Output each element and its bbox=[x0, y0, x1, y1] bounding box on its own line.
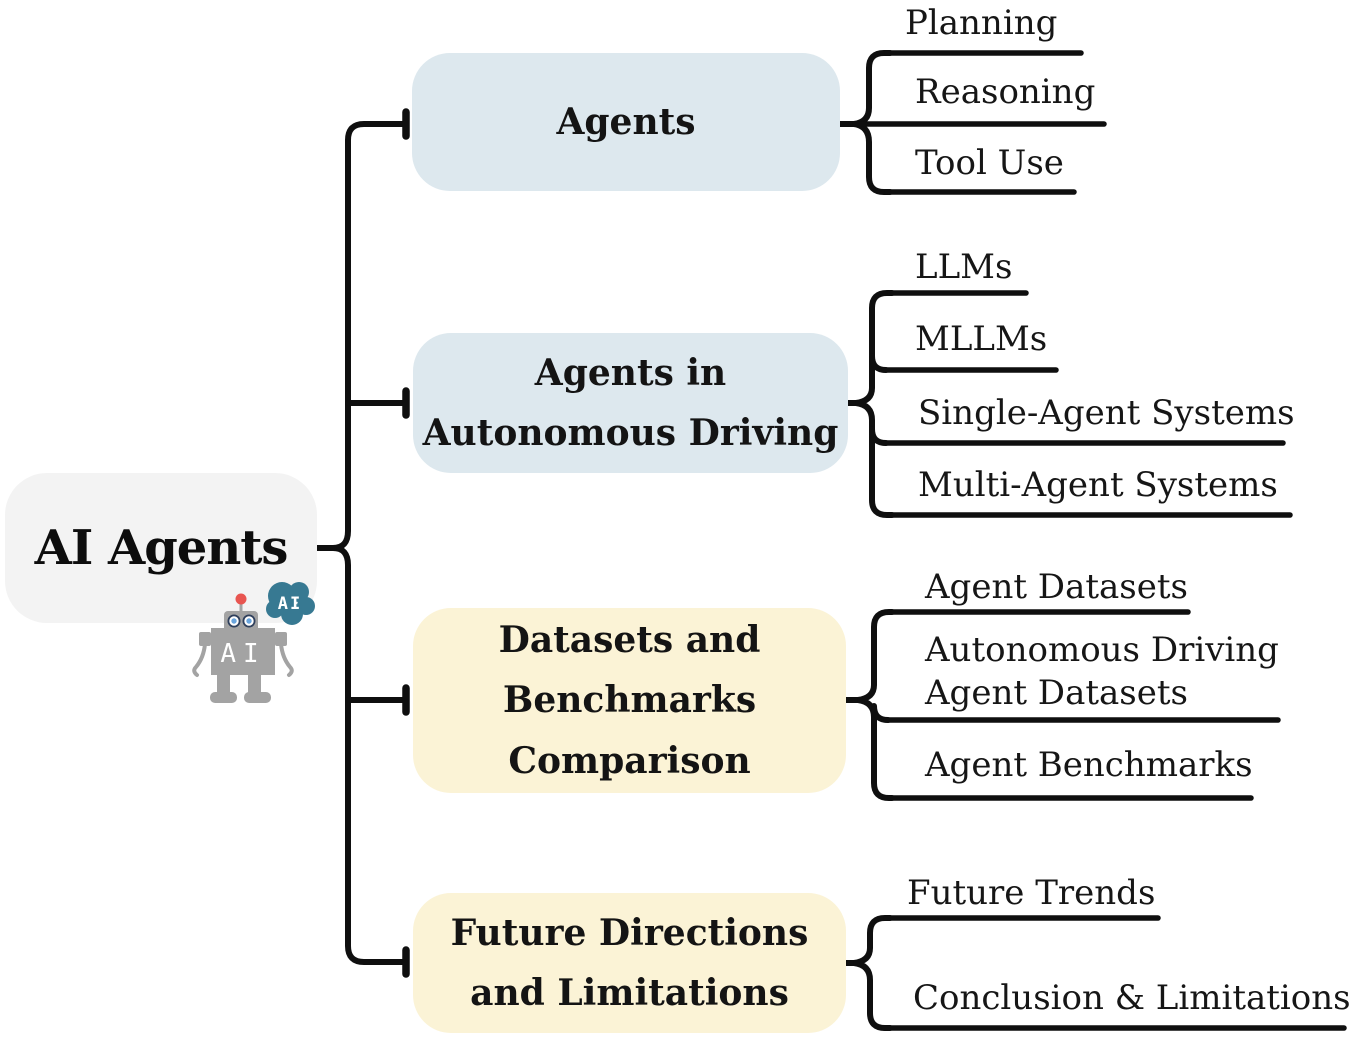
ai-thought-cloud-icon: AI bbox=[266, 582, 315, 625]
robot-right-foot bbox=[244, 692, 271, 703]
leaf-label: LLMs bbox=[915, 247, 1013, 287]
leaf-label: Tool Use bbox=[915, 143, 1064, 183]
robot-left-foot bbox=[210, 692, 237, 703]
bracket-driving bbox=[855, 290, 895, 518]
branch-node-label-line: Autonomous Driving bbox=[422, 412, 839, 454]
bracket-datasets bbox=[857, 609, 895, 801]
robot-right-shoulder bbox=[275, 632, 287, 646]
robot-chest-label: AI bbox=[220, 639, 265, 669]
branch-node-label-line: Datasets and bbox=[498, 618, 761, 661]
leaf-conclusion-limitations: Conclusion & Limitations bbox=[913, 977, 1351, 1020]
branch-node-label-line: Future Directions bbox=[450, 911, 809, 954]
branch-node-label-line: and Limitations bbox=[470, 972, 789, 1014]
branch-node-label-line: Agents in bbox=[534, 351, 727, 394]
leaf-label: Agent Datasets bbox=[925, 567, 1188, 607]
leaf-agent-datasets: Agent Datasets bbox=[925, 566, 1188, 609]
branch-node-datasets-benchmarks-comparison: Datasets and Benchmarks Comparison bbox=[413, 608, 846, 793]
robot-left-arm bbox=[192, 642, 207, 677]
leaf-label: MLLMs bbox=[915, 319, 1048, 359]
leaf-llms: LLMs bbox=[915, 246, 1012, 289]
ai-robot-icon: AI AI bbox=[192, 582, 315, 703]
leaf-multi-agent-systems: Multi-Agent Systems bbox=[918, 464, 1278, 507]
leaf-single-agent-systems: Single-Agent Systems bbox=[918, 392, 1295, 435]
leaf-label-line: Agent Datasets bbox=[925, 672, 1188, 713]
robot-body bbox=[211, 628, 275, 675]
leaf-label: Future Trends bbox=[907, 873, 1156, 913]
robot-antenna-ball bbox=[235, 593, 247, 605]
leaf-label: Planning bbox=[905, 3, 1058, 43]
leaf-label: Multi-Agent Systems bbox=[918, 465, 1278, 505]
leaf-tool-use: Tool Use bbox=[915, 142, 1064, 185]
leaf-mllms: MLLMs bbox=[915, 318, 1047, 361]
robot-left-iris bbox=[231, 618, 237, 624]
branch-node-agents: Agents bbox=[412, 53, 840, 191]
root-node-ai-agents: AI Agents bbox=[5, 473, 317, 623]
leaf-label: Reasoning bbox=[915, 72, 1096, 112]
branch-node-label: Agents bbox=[556, 100, 696, 143]
root-node-label: AI Agents bbox=[34, 520, 289, 576]
branch-node-agents-in-autonomous-driving: Agents in Autonomous Driving bbox=[413, 333, 848, 473]
leaf-agent-benchmarks: Agent Benchmarks bbox=[925, 744, 1253, 787]
robot-left-shoulder bbox=[199, 632, 211, 646]
branch-node-label-line: Benchmarks bbox=[502, 679, 757, 722]
robot-right-leg bbox=[248, 675, 261, 694]
cloud-label: AI bbox=[278, 594, 302, 614]
leaf-reasoning: Reasoning bbox=[915, 71, 1095, 114]
leaf-label-line: Autonomous Driving bbox=[925, 630, 1279, 670]
leaf-future-trends: Future Trends bbox=[907, 872, 1155, 915]
bracket-future bbox=[853, 915, 893, 1031]
branch-node-future-directions-limitations: Future Directions and Limitations bbox=[413, 893, 846, 1033]
leaf-autonomous-driving-agent-datasets: Autonomous Driving Agent Datasets bbox=[925, 629, 1279, 715]
trunk-line bbox=[332, 121, 407, 965]
leaf-label: Agent Benchmarks bbox=[925, 745, 1253, 785]
robot-right-arm bbox=[279, 642, 294, 677]
leaf-label: Single-Agent Systems bbox=[918, 393, 1295, 433]
branch-node-label-line: Comparison bbox=[508, 739, 751, 782]
leaf-planning: Planning bbox=[905, 2, 1057, 45]
robot-right-iris bbox=[246, 618, 252, 624]
leaf-label: Conclusion & Limitations bbox=[913, 978, 1351, 1018]
robot-left-leg bbox=[217, 675, 230, 694]
